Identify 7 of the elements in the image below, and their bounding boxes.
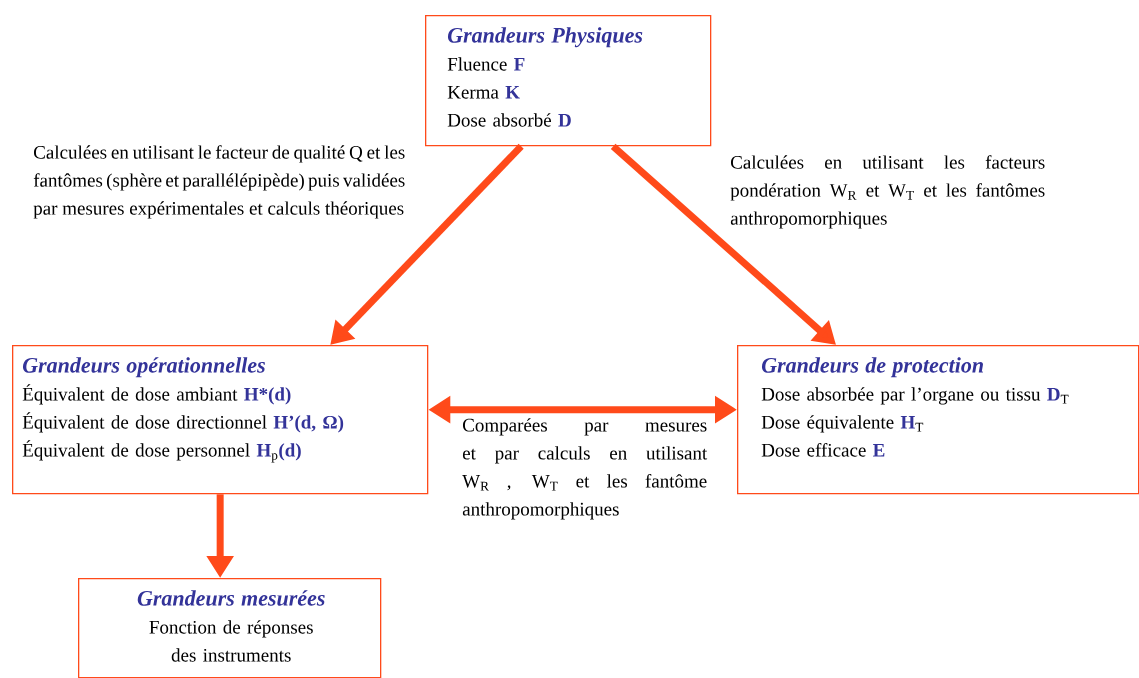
quantity-box: Grandeurs opérationnelles Équivalent de dose ambiant H*(d) Équivalent de dose directionnel H’(d, Ω) Équivalent de dose personnel H$_{p}$(d) [12, 345, 429, 495]
quantity-box: Grandeurs de protection Dose absorbée par l’organe ou tissu D$_{T}$ Dose équivalente H$_{T}$ Dose efficace E [737, 345, 1139, 495]
edge-label: Comparées par mesures et par calculs en utilisant W$_{R}$ , W$_{T}$ et les fantôme anthropomorphiques [462, 418, 708, 520]
edge-label: Calculées en utilisant les facteurs pondération W$_{R}$ et W$_{T}$ et les fantômes anthropomorphiques [730, 155, 1045, 229]
quantity-box: Grandeurs Physiques Fluence F Kerma K Dose absorbé D [425, 15, 712, 147]
quantity-box: Grandeurs mesurées Fonction de réponses des instruments [78, 578, 382, 678]
edge-label: Calculées en utilisant le facteur de qualité Q et les fantômes (sphère et parallélépipède) puis validées par mesures expérimentales et calculs théoriques [33, 145, 405, 219]
